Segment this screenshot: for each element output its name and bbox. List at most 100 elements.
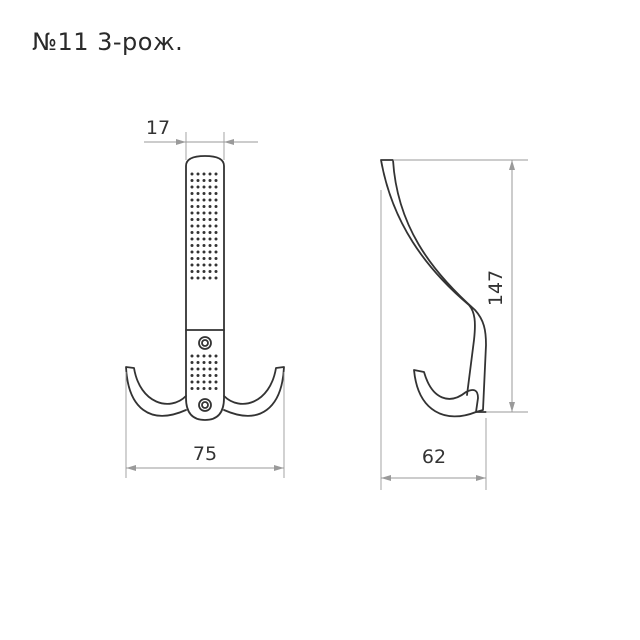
decorative-dot bbox=[208, 367, 212, 371]
side-profile-outline bbox=[380, 159, 487, 418]
decorative-dot bbox=[214, 250, 218, 254]
decorative-dot bbox=[196, 192, 200, 195]
decorative-dot bbox=[214, 198, 218, 202]
decorative-dot bbox=[202, 257, 206, 260]
decorative-dot bbox=[208, 185, 212, 189]
total-width-label: 75 bbox=[193, 443, 217, 465]
decorative-dot bbox=[202, 263, 206, 267]
decorative-dot bbox=[190, 276, 194, 280]
decorative-dot bbox=[214, 270, 218, 273]
decorative-dot bbox=[214, 218, 218, 221]
decorative-dot bbox=[190, 263, 194, 267]
decorative-dot bbox=[208, 172, 212, 176]
decorative-dot bbox=[202, 172, 206, 176]
front-dot-pattern bbox=[190, 172, 218, 390]
decorative-dot bbox=[214, 237, 218, 241]
decorative-dot bbox=[208, 257, 212, 260]
decorative-dot bbox=[202, 211, 206, 215]
decorative-dot bbox=[190, 250, 194, 254]
decorative-dot bbox=[202, 244, 206, 247]
decorative-dot bbox=[196, 380, 200, 384]
dimension-total-width: 75 bbox=[125, 372, 285, 478]
decorative-dot bbox=[190, 367, 194, 371]
decorative-dot bbox=[190, 387, 194, 390]
decorative-dot bbox=[190, 374, 194, 377]
decorative-dot bbox=[190, 224, 194, 228]
decorative-dot bbox=[202, 270, 206, 273]
decorative-dot bbox=[202, 192, 206, 195]
decorative-dot bbox=[214, 172, 218, 176]
decorative-dot bbox=[208, 380, 212, 384]
decorative-dot bbox=[190, 218, 194, 221]
decorative-dot bbox=[214, 387, 218, 390]
decorative-dot bbox=[196, 257, 200, 260]
decorative-dot bbox=[208, 198, 212, 202]
decorative-dot bbox=[208, 387, 212, 390]
decorative-dot bbox=[190, 172, 194, 176]
decorative-dot bbox=[202, 185, 206, 189]
height-label: 147 bbox=[485, 270, 507, 306]
decorative-dot bbox=[208, 237, 212, 241]
decorative-dot bbox=[208, 231, 212, 234]
depth-label: 62 bbox=[422, 446, 446, 468]
decorative-dot bbox=[214, 354, 218, 358]
decorative-dot bbox=[214, 374, 218, 377]
front-plate-outline bbox=[185, 155, 225, 421]
decorative-dot bbox=[190, 380, 194, 384]
decorative-dot bbox=[190, 211, 194, 215]
decorative-dot bbox=[190, 270, 194, 273]
product-title: №11 3-рож. bbox=[32, 28, 184, 56]
decorative-dot bbox=[190, 205, 194, 208]
decorative-dot bbox=[202, 354, 206, 358]
plate-width-label: 17 bbox=[146, 117, 170, 139]
decorative-dot bbox=[202, 361, 206, 364]
screw-hole-bottom bbox=[198, 398, 212, 412]
decorative-dot bbox=[214, 257, 218, 260]
decorative-dot bbox=[196, 354, 200, 358]
decorative-dot bbox=[196, 263, 200, 267]
side-view bbox=[380, 159, 487, 418]
decorative-dot bbox=[208, 354, 212, 358]
decorative-dot bbox=[196, 374, 200, 377]
decorative-dot bbox=[208, 250, 212, 254]
decorative-dot bbox=[196, 387, 200, 390]
decorative-dot bbox=[214, 211, 218, 215]
decorative-dot bbox=[208, 179, 212, 182]
decorative-dot bbox=[208, 192, 212, 195]
decorative-dot bbox=[214, 263, 218, 267]
decorative-dot bbox=[214, 361, 218, 364]
decorative-dot bbox=[202, 179, 206, 182]
decorative-dot bbox=[202, 237, 206, 241]
decorative-dot bbox=[202, 224, 206, 228]
decorative-dot bbox=[196, 172, 200, 176]
decorative-dot bbox=[214, 179, 218, 182]
decorative-dot bbox=[196, 231, 200, 234]
decorative-dot bbox=[190, 198, 194, 202]
decorative-dot bbox=[214, 185, 218, 189]
decorative-dot bbox=[214, 380, 218, 384]
decorative-dot bbox=[196, 198, 200, 202]
decorative-dot bbox=[214, 367, 218, 371]
decorative-dot bbox=[214, 205, 218, 208]
decorative-dot bbox=[190, 192, 194, 195]
decorative-dot bbox=[190, 354, 194, 358]
decorative-dot bbox=[202, 380, 206, 384]
left-horn-outline bbox=[125, 366, 187, 417]
decorative-dot bbox=[196, 250, 200, 254]
decorative-dot bbox=[196, 205, 200, 208]
decorative-dot bbox=[208, 244, 212, 247]
decorative-dot bbox=[208, 270, 212, 273]
decorative-dot bbox=[202, 367, 206, 371]
decorative-dot bbox=[190, 237, 194, 241]
decorative-dot bbox=[196, 244, 200, 247]
decorative-dot bbox=[202, 218, 206, 221]
decorative-dot bbox=[196, 179, 200, 182]
decorative-dot bbox=[208, 218, 212, 221]
decorative-dot bbox=[202, 374, 206, 377]
decorative-dot bbox=[196, 270, 200, 273]
dimension-height: 147 bbox=[393, 159, 528, 413]
decorative-dot bbox=[190, 231, 194, 234]
decorative-dot bbox=[208, 224, 212, 228]
decorative-dot bbox=[214, 276, 218, 280]
